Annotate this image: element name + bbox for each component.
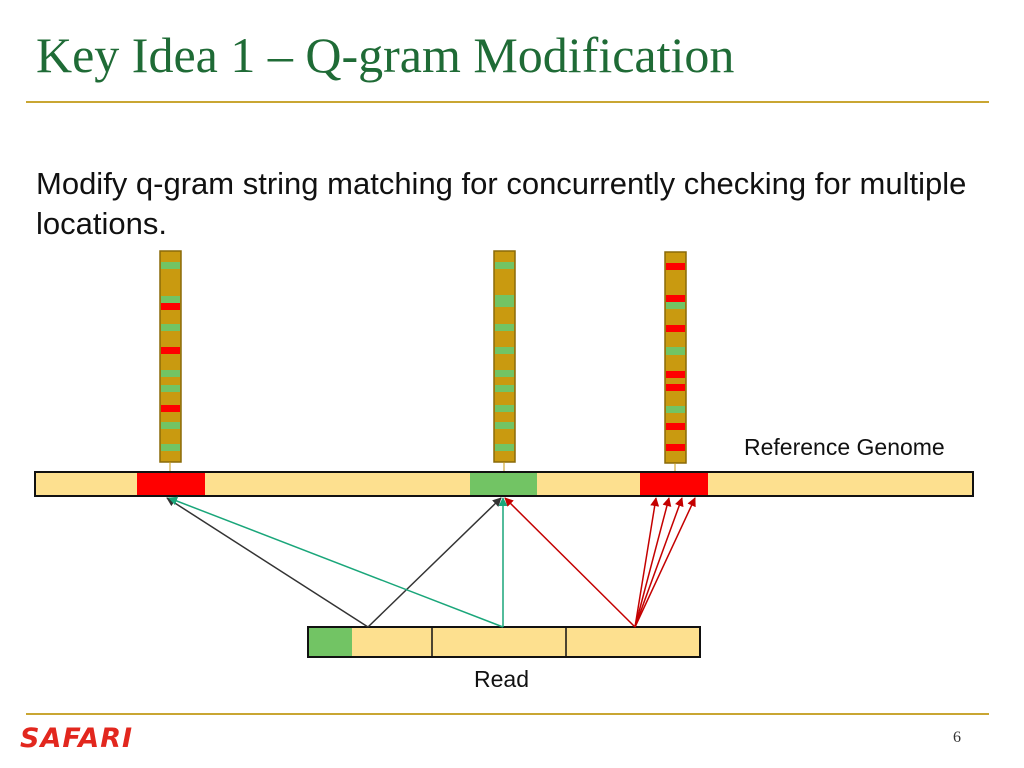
column-cell	[666, 444, 685, 451]
column-cell	[666, 384, 685, 391]
column-cell	[161, 422, 180, 429]
column-cell	[666, 423, 685, 430]
qgram-column-3	[664, 251, 687, 472]
column-cell	[161, 370, 180, 377]
column-cell	[495, 385, 514, 392]
reference-genome-bar	[34, 471, 974, 497]
column-cell	[666, 302, 685, 309]
column-cell	[161, 262, 180, 269]
arrow-red	[504, 497, 636, 628]
column-cell	[161, 296, 180, 303]
mapping-arrows	[166, 496, 696, 628]
column-cell	[161, 385, 180, 392]
column-cell	[666, 347, 685, 355]
column-cell	[666, 406, 685, 413]
arrow-red	[634, 497, 660, 628]
column-cell	[495, 262, 514, 269]
reference-genome-label: Reference Genome	[744, 434, 945, 460]
slide-title: Key Idea 1 – Q-gram Modification	[36, 27, 735, 83]
arrow-dark	[367, 497, 502, 628]
column-cell	[495, 324, 514, 331]
reference-match-segment	[470, 473, 537, 495]
safari-logo: SAFARI	[20, 723, 134, 754]
column-cell	[666, 325, 685, 332]
read-match-segment	[309, 628, 352, 656]
arrow-dark	[166, 497, 369, 628]
read-bar	[307, 626, 701, 658]
read-label: Read	[474, 666, 529, 692]
column-cell	[495, 405, 514, 412]
qgram-column-2	[493, 250, 516, 472]
column-cell	[495, 295, 514, 307]
page-number: 6	[953, 729, 961, 746]
column-cell	[161, 303, 180, 310]
column-cell	[161, 405, 180, 412]
column-cell	[161, 324, 180, 331]
footer-divider	[26, 713, 989, 715]
column-cell	[495, 444, 514, 451]
qgram-column-1	[159, 250, 182, 472]
column-cell	[495, 370, 514, 377]
reference-mismatch-segment	[640, 473, 708, 495]
title-divider	[26, 101, 989, 103]
arrow-red	[634, 497, 696, 628]
column-cell	[666, 263, 685, 270]
column-cell	[666, 295, 685, 302]
arrow-teal	[168, 496, 504, 628]
reference-mismatch-segment	[137, 473, 205, 495]
column-cell	[666, 371, 685, 378]
arrow-red	[634, 497, 672, 628]
body-text: Modify q-gram string matching for concur…	[36, 166, 967, 241]
column-cell	[161, 347, 180, 354]
column-cell	[495, 347, 514, 354]
column-cell	[161, 444, 180, 451]
arrow-red	[634, 497, 684, 628]
column-cell	[495, 422, 514, 429]
